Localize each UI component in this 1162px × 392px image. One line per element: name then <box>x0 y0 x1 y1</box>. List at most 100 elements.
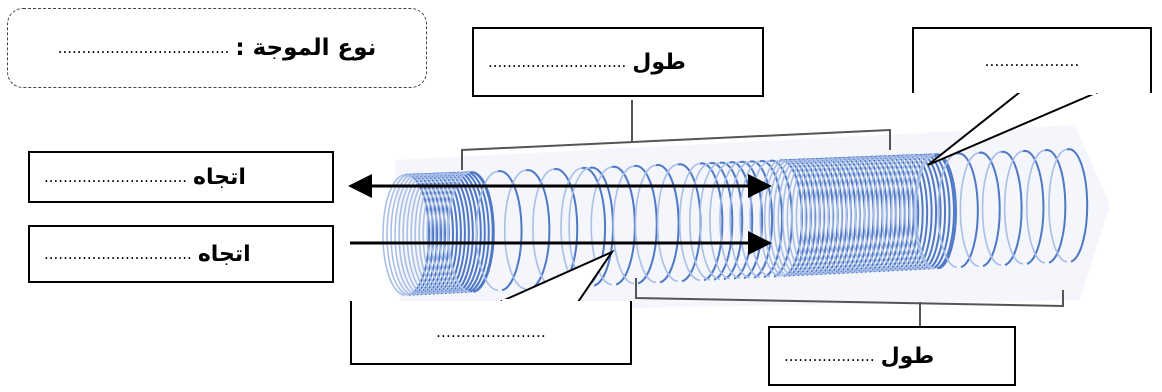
coil-front-arc <box>525 169 551 290</box>
coil-back-arc <box>791 158 812 276</box>
coil-back-arc <box>634 164 657 284</box>
coil-back-arc <box>813 157 835 275</box>
coil-back-arc <box>402 173 426 295</box>
coil-front-arc <box>1066 148 1089 263</box>
coil-back-arc <box>804 158 826 275</box>
length-bottom-label: طول <box>880 343 935 369</box>
coil-back-arc <box>890 154 911 271</box>
coil-back-arc <box>800 158 821 275</box>
coil-back-arc <box>390 173 414 296</box>
coil-back-arc <box>656 163 679 283</box>
coil-back-arc <box>709 161 731 280</box>
coil-back-arc <box>434 172 458 294</box>
direction-box-2[interactable]: اتجاه ............................... <box>28 225 334 283</box>
coil-back-arc <box>915 153 936 270</box>
coil-back-arc <box>849 156 871 273</box>
coil-back-arc <box>386 174 410 296</box>
coil-back-arc <box>739 160 761 278</box>
coil-back-arc <box>406 173 430 295</box>
coil-back-arc <box>859 155 880 272</box>
coil-back-arc <box>382 174 406 296</box>
coil-back-arc <box>827 157 848 274</box>
coil-front-arc <box>460 171 486 294</box>
coil-front-arc <box>905 154 929 271</box>
coil-back-arc <box>590 166 613 286</box>
coil-back-arc <box>836 156 857 274</box>
wave-type-label: نوع الموجة : <box>235 35 377 61</box>
length-top-label: طول <box>632 49 686 75</box>
wave-type-blank[interactable]: .................................... <box>57 39 230 57</box>
coil-back-arc <box>1003 150 1024 265</box>
coil-back-arc <box>410 173 434 295</box>
coil-front-arc <box>914 154 938 271</box>
coil-back-arc <box>398 173 422 295</box>
coil-back-arc <box>418 172 442 294</box>
coil-back-arc <box>475 170 499 292</box>
coil-back-arc <box>877 155 898 272</box>
coil-front-arc <box>729 161 754 280</box>
coil-front-arc <box>910 154 933 271</box>
coil-front-arc <box>464 171 490 293</box>
coil-back-arc <box>822 157 844 274</box>
wave-type-box[interactable]: نوع الموجة : ...........................… <box>7 8 427 88</box>
coil-back-arc <box>442 171 466 293</box>
coil-back-arc <box>1048 148 1068 263</box>
coil-back-arc <box>394 173 418 296</box>
coil-back-arc <box>678 162 701 281</box>
coil-front-arc <box>448 172 474 294</box>
coil-back-arc <box>831 156 853 274</box>
coil-front-arc <box>749 160 774 279</box>
coil-back-arc <box>854 156 875 273</box>
coil-back-arc <box>895 154 916 271</box>
top-length-bracket <box>461 100 891 170</box>
coil-back-arc <box>845 156 866 273</box>
coil-back-arc <box>913 153 934 270</box>
coil-front-arc <box>469 171 495 293</box>
top-callout-box[interactable]: ………………. <box>912 27 1152 93</box>
wavelength-top-box[interactable]: طول ............................. <box>472 27 764 97</box>
coil-back-arc <box>863 155 884 272</box>
bottom-length-bracket <box>635 278 1064 326</box>
callout-top-blank[interactable]: ………………. <box>984 52 1080 70</box>
coil-front-arc <box>1000 150 1023 266</box>
coil-back-arc <box>1026 149 1046 264</box>
length-bottom-blank[interactable]: ................... <box>784 347 875 365</box>
coil-back-arc <box>447 171 471 293</box>
length-top-blank[interactable]: ............................. <box>488 53 627 71</box>
coil-front-arc <box>1022 149 1045 265</box>
coil-back-arc <box>904 154 925 270</box>
coil-back-arc <box>699 162 721 280</box>
coil-back-arc <box>719 161 741 279</box>
coil-front-arc <box>739 160 764 280</box>
coil-back-arc <box>809 157 830 275</box>
coil-back-arc <box>414 172 438 295</box>
coil-back-arc <box>959 152 980 267</box>
coil-back-arc <box>426 172 450 294</box>
direction-1-label: اتجاه <box>193 164 246 190</box>
direction-2-label: اتجاه <box>197 241 251 267</box>
coil-back-arc <box>764 159 785 277</box>
coil-back-arc <box>908 154 929 270</box>
coil-back-arc <box>729 160 751 279</box>
coil-front-arc <box>709 161 734 281</box>
direction-2-blank[interactable]: ............................... <box>44 245 192 263</box>
coil-back-arc <box>503 169 527 290</box>
coil-back-arc <box>759 159 781 277</box>
coil-back-arc <box>773 159 794 277</box>
coil-back-arc <box>881 155 902 271</box>
coil-back-arc <box>818 157 839 274</box>
wavelength-bottom-box[interactable]: طول ................... <box>768 326 1016 386</box>
coil-back-arc <box>795 158 817 276</box>
coil-back-arc <box>872 155 893 272</box>
callout-bottom-blank[interactable]: …………………. <box>436 323 546 341</box>
coil-back-arc <box>981 151 1002 266</box>
direction-box-1[interactable]: اتجاه .............................. <box>28 151 334 203</box>
coil-front-arc <box>1044 149 1067 264</box>
coil-back-arc <box>886 154 907 271</box>
coil-front-arc <box>719 161 744 281</box>
coil-back-arc <box>612 165 635 285</box>
coil-back-arc <box>422 172 446 294</box>
direction-1-blank[interactable]: .............................. <box>44 168 188 186</box>
bottom-callout-box[interactable]: …………………. <box>350 301 632 365</box>
